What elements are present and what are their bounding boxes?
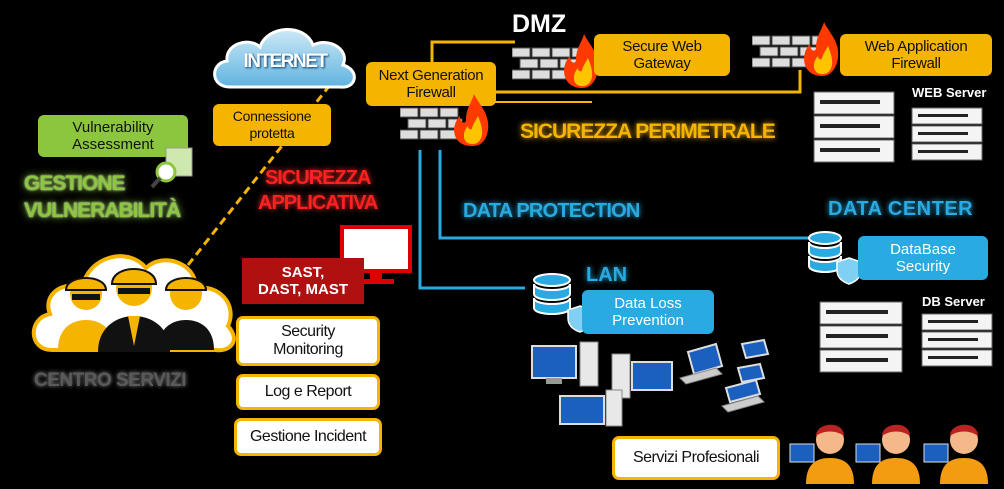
ngfw-firewall-icon: [399, 94, 492, 150]
security-monitoring-box: Security Monitoring: [236, 316, 380, 366]
ngfw-box: Next Generation Firewall: [366, 62, 496, 106]
worker-icon: [98, 268, 170, 352]
internet-label: INTERNET: [243, 51, 329, 72]
person-icon: [855, 424, 920, 484]
sicurezza-perimetrale-label: SICUREZZA PERIMETRALE: [520, 120, 776, 143]
internet-cloud: INTERNET: [205, 15, 365, 95]
cloud-icon: [213, 28, 356, 89]
waf-box: Web Application Firewall: [840, 34, 992, 76]
swg-box: Secure Web Gateway: [594, 34, 730, 76]
centro-servizi-cloud: [28, 232, 240, 356]
line-firewall-datacenter: [438, 150, 810, 240]
db-server-label: DB Server: [922, 294, 985, 309]
db-server-icon: [818, 298, 1004, 374]
servizi-profesionali-box: Servizi Profesionali: [612, 436, 780, 480]
line-firewall-lan: [418, 150, 525, 290]
log-report-box: Log e Report: [236, 374, 380, 410]
dlp-box: Data Loss Prevention: [582, 290, 714, 334]
firewall-icon: [751, 22, 839, 76]
waf-firewall-icon: [751, 22, 844, 78]
lan-label: LAN: [586, 264, 628, 286]
lan-computers-icon: [528, 338, 788, 428]
sast-dast-mast-box: SAST, DAST, MAST: [242, 258, 364, 304]
magnifier-icon: [150, 146, 196, 190]
web-server-icon: [812, 88, 1002, 170]
web-server-label: WEB Server: [912, 85, 987, 100]
person-icon: [789, 424, 854, 484]
gestione-vulnerabilita-label: GESTIONE VULNERABILITÀ: [24, 172, 181, 222]
database-icon: [805, 228, 865, 286]
professionals-icon: [788, 408, 1004, 484]
swg-firewall-icon: [511, 34, 604, 90]
gestione-incident-box: Gestione Incident: [234, 418, 382, 456]
centro-servizi-label: CENTRO SERVIZI: [34, 370, 187, 391]
firewall-icon: [511, 34, 599, 88]
vulnerability-assessment-box: Vulnerability Assessment: [38, 115, 188, 157]
data-center-label: DATA CENTER: [828, 198, 974, 220]
firewall-icon: [399, 94, 489, 146]
person-icon: [923, 424, 988, 484]
line-ngfw-waf: [430, 70, 802, 94]
connessione-protetta-box: Connessione protetta: [213, 104, 331, 146]
worker-icon: [158, 277, 214, 350]
data-protection-label: DATA PROTECTION: [463, 200, 640, 222]
database-security-box: DataBase Security: [858, 236, 988, 280]
dmz-label: DMZ: [512, 10, 567, 38]
sicurezza-applicativa-label: SICUREZZA APPLICATIVA: [258, 167, 378, 214]
